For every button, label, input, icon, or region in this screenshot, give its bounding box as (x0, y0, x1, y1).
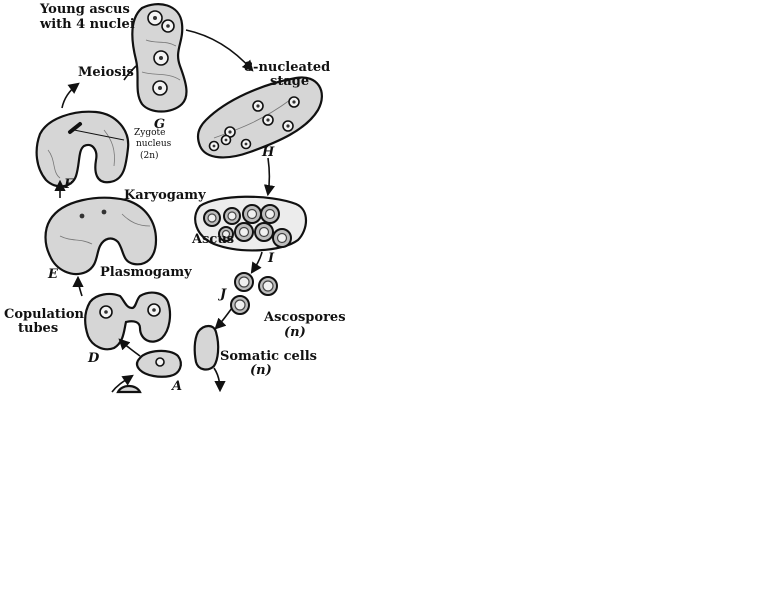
label-copulation-1: Copulation (4, 307, 85, 322)
label-somatic-2: (n) (250, 363, 272, 378)
label-zygote-3: (2n) (140, 150, 159, 161)
cell-e-plasmogamy (46, 198, 157, 274)
cell-f-zygote (37, 112, 129, 187)
label-copulation-2: tubes (18, 321, 58, 336)
free-ascospores (231, 273, 277, 314)
label-young-ascus-1: Young ascus (39, 2, 130, 17)
cell-a-yeast (137, 351, 181, 377)
stage-letter-j: J (217, 287, 227, 302)
label-karyogamy: Karyogamy (124, 188, 206, 203)
stage-letter-i: I (267, 251, 275, 266)
cell-g-young-ascus (132, 4, 186, 111)
stage-letter-f: F (63, 177, 74, 192)
label-ascospores-1: Ascospores (263, 310, 346, 325)
cell-h-eight-nucleated (198, 77, 322, 157)
stage-letter-h: H (261, 145, 275, 160)
label-plasmogamy: Plasmogamy (100, 265, 192, 280)
label-zygote-2: nucleus (136, 139, 172, 149)
label-eight-nucleated-1: 8-nucleated (244, 60, 330, 75)
label-ascus: Ascus (191, 232, 234, 247)
stage-letter-d: D (87, 351, 100, 366)
stage-letter-a: A (170, 379, 182, 394)
cell-d-copulation (85, 293, 170, 350)
label-young-ascus-2: with 4 nuclei (39, 17, 135, 32)
stage-letter-e: E (47, 267, 59, 282)
label-zygote-1: Zygote (134, 128, 165, 138)
label-eight-nucleated-2: stage (270, 74, 309, 89)
partial-cell (118, 386, 140, 392)
label-meiosis: Meiosis (78, 65, 134, 80)
label-somatic-1: Somatic cells (220, 349, 317, 364)
somatic-cell (195, 326, 218, 369)
label-ascospores-2: (n) (284, 325, 306, 340)
